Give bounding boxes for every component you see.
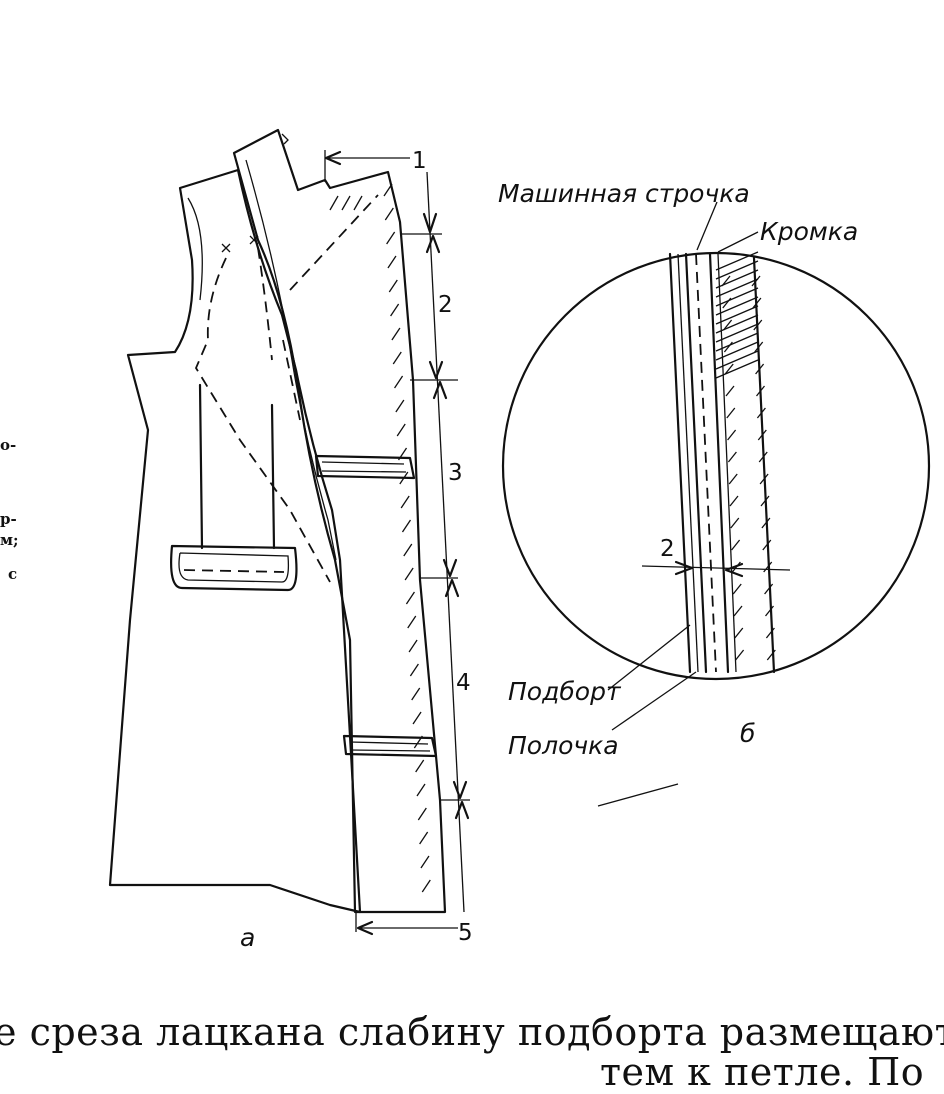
dimension-line — [324, 150, 470, 936]
armhole-curve — [187, 197, 203, 301]
facing-panel-outline — [232, 128, 447, 914]
dart-line-right — [270, 403, 276, 550]
front-label: Полочка — [508, 731, 619, 760]
figure-a-caption: а — [240, 923, 255, 952]
cross-marks — [221, 235, 259, 253]
front-panel-outline — [108, 168, 362, 914]
welt-pocket — [170, 544, 298, 592]
detail-magnifier-figure: Машинная строчка Кромка 2 Подборт Полочк… — [498, 179, 931, 807]
lapel-inner-dashed-2 — [282, 339, 301, 421]
dimension-label-1: 1 — [412, 148, 427, 174]
body-text-line-1: е среза лацкана слабину подборта размеща… — [0, 1010, 944, 1054]
figure-b-caption: б — [740, 719, 755, 748]
body-text-line-2: тем к петле. По — [600, 1050, 925, 1094]
front-edge-line — [245, 159, 337, 561]
dimension-label-5: 5 — [458, 920, 473, 946]
buttonhole-upper — [314, 454, 416, 480]
dart-line-left — [198, 383, 204, 550]
buttonhole-lower — [342, 734, 438, 758]
margin-fragment-2: р- — [0, 510, 17, 528]
gap-label: 2 — [660, 536, 675, 562]
dimension-label-4: 4 — [456, 670, 471, 696]
dimension-label-3: 3 — [448, 460, 463, 486]
tape-hatch-strokes — [715, 251, 776, 661]
facing-label: Подборт — [508, 677, 622, 706]
roll-line-dashed — [289, 194, 379, 291]
lapel-inner-dashed — [257, 247, 273, 361]
edge-hatch-strokes — [329, 183, 431, 893]
jacket-front-figure: 1 2 3 4 5 а — [108, 128, 473, 952]
machine-stitch-label: Машинная строчка — [498, 179, 750, 208]
margin-fragment-1: о- — [0, 436, 17, 454]
notch-mark — [281, 133, 289, 145]
margin-fragment-3: м; — [0, 531, 19, 549]
shaping-dashed-line — [194, 257, 331, 583]
detail-circle — [501, 251, 931, 681]
edge-tape-label: Кромка — [760, 217, 858, 246]
dimension-label-2: 2 — [438, 292, 453, 318]
margin-fragment-4: с — [8, 565, 18, 583]
